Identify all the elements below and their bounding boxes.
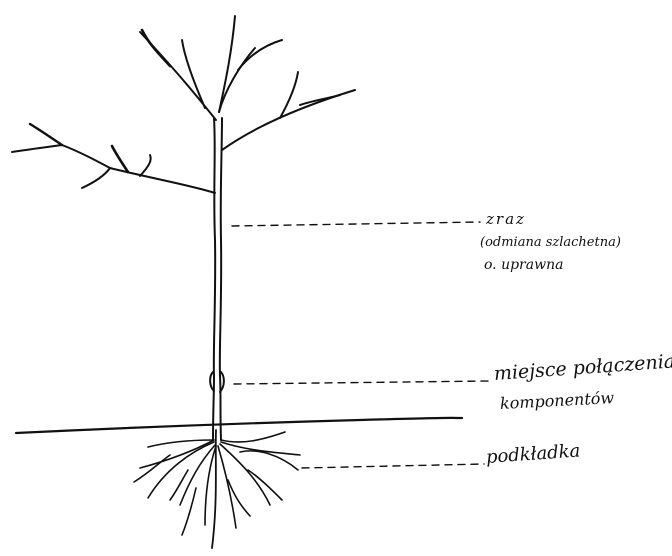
- tree-roots: [134, 432, 300, 535]
- graft-union: [210, 372, 224, 392]
- ground-line: [16, 418, 462, 433]
- leader-line-graft-union: [234, 381, 490, 384]
- leader-line-rootstock: [302, 464, 484, 468]
- tree-branches: [12, 16, 355, 193]
- leader-line-scion: [232, 222, 480, 226]
- label-cultivar: o. uprawna: [484, 258, 563, 272]
- leader-lines: [232, 222, 490, 468]
- tree-trunk: [212, 118, 222, 548]
- label-scion: zraz: [486, 212, 526, 227]
- label-variety: (odmiana szlachetna): [480, 236, 621, 249]
